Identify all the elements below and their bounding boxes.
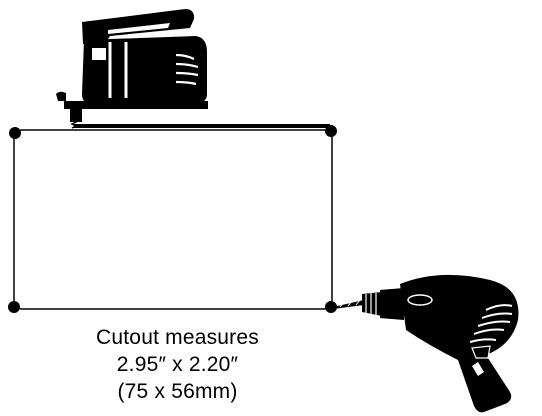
caption-line-mm: (75 x 56mm) [117, 380, 238, 403]
drill-hole-top-left [9, 127, 21, 139]
cutout-caption: Cutout measures 2.95″ x 2.20″ (75 x 56mm… [50, 324, 305, 405]
cutout-outline [13, 129, 333, 310]
caption-line-title: Cutout measures [96, 326, 259, 349]
jigsaw-icon [56, 9, 208, 129]
drill-hole-bottom-right [325, 301, 337, 313]
drill-hole-bottom-left [8, 301, 20, 313]
caption-line-inches: 2.95″ x 2.20″ [116, 353, 239, 376]
drill-hole-top-right [325, 125, 337, 137]
power-drill-icon [333, 274, 519, 413]
